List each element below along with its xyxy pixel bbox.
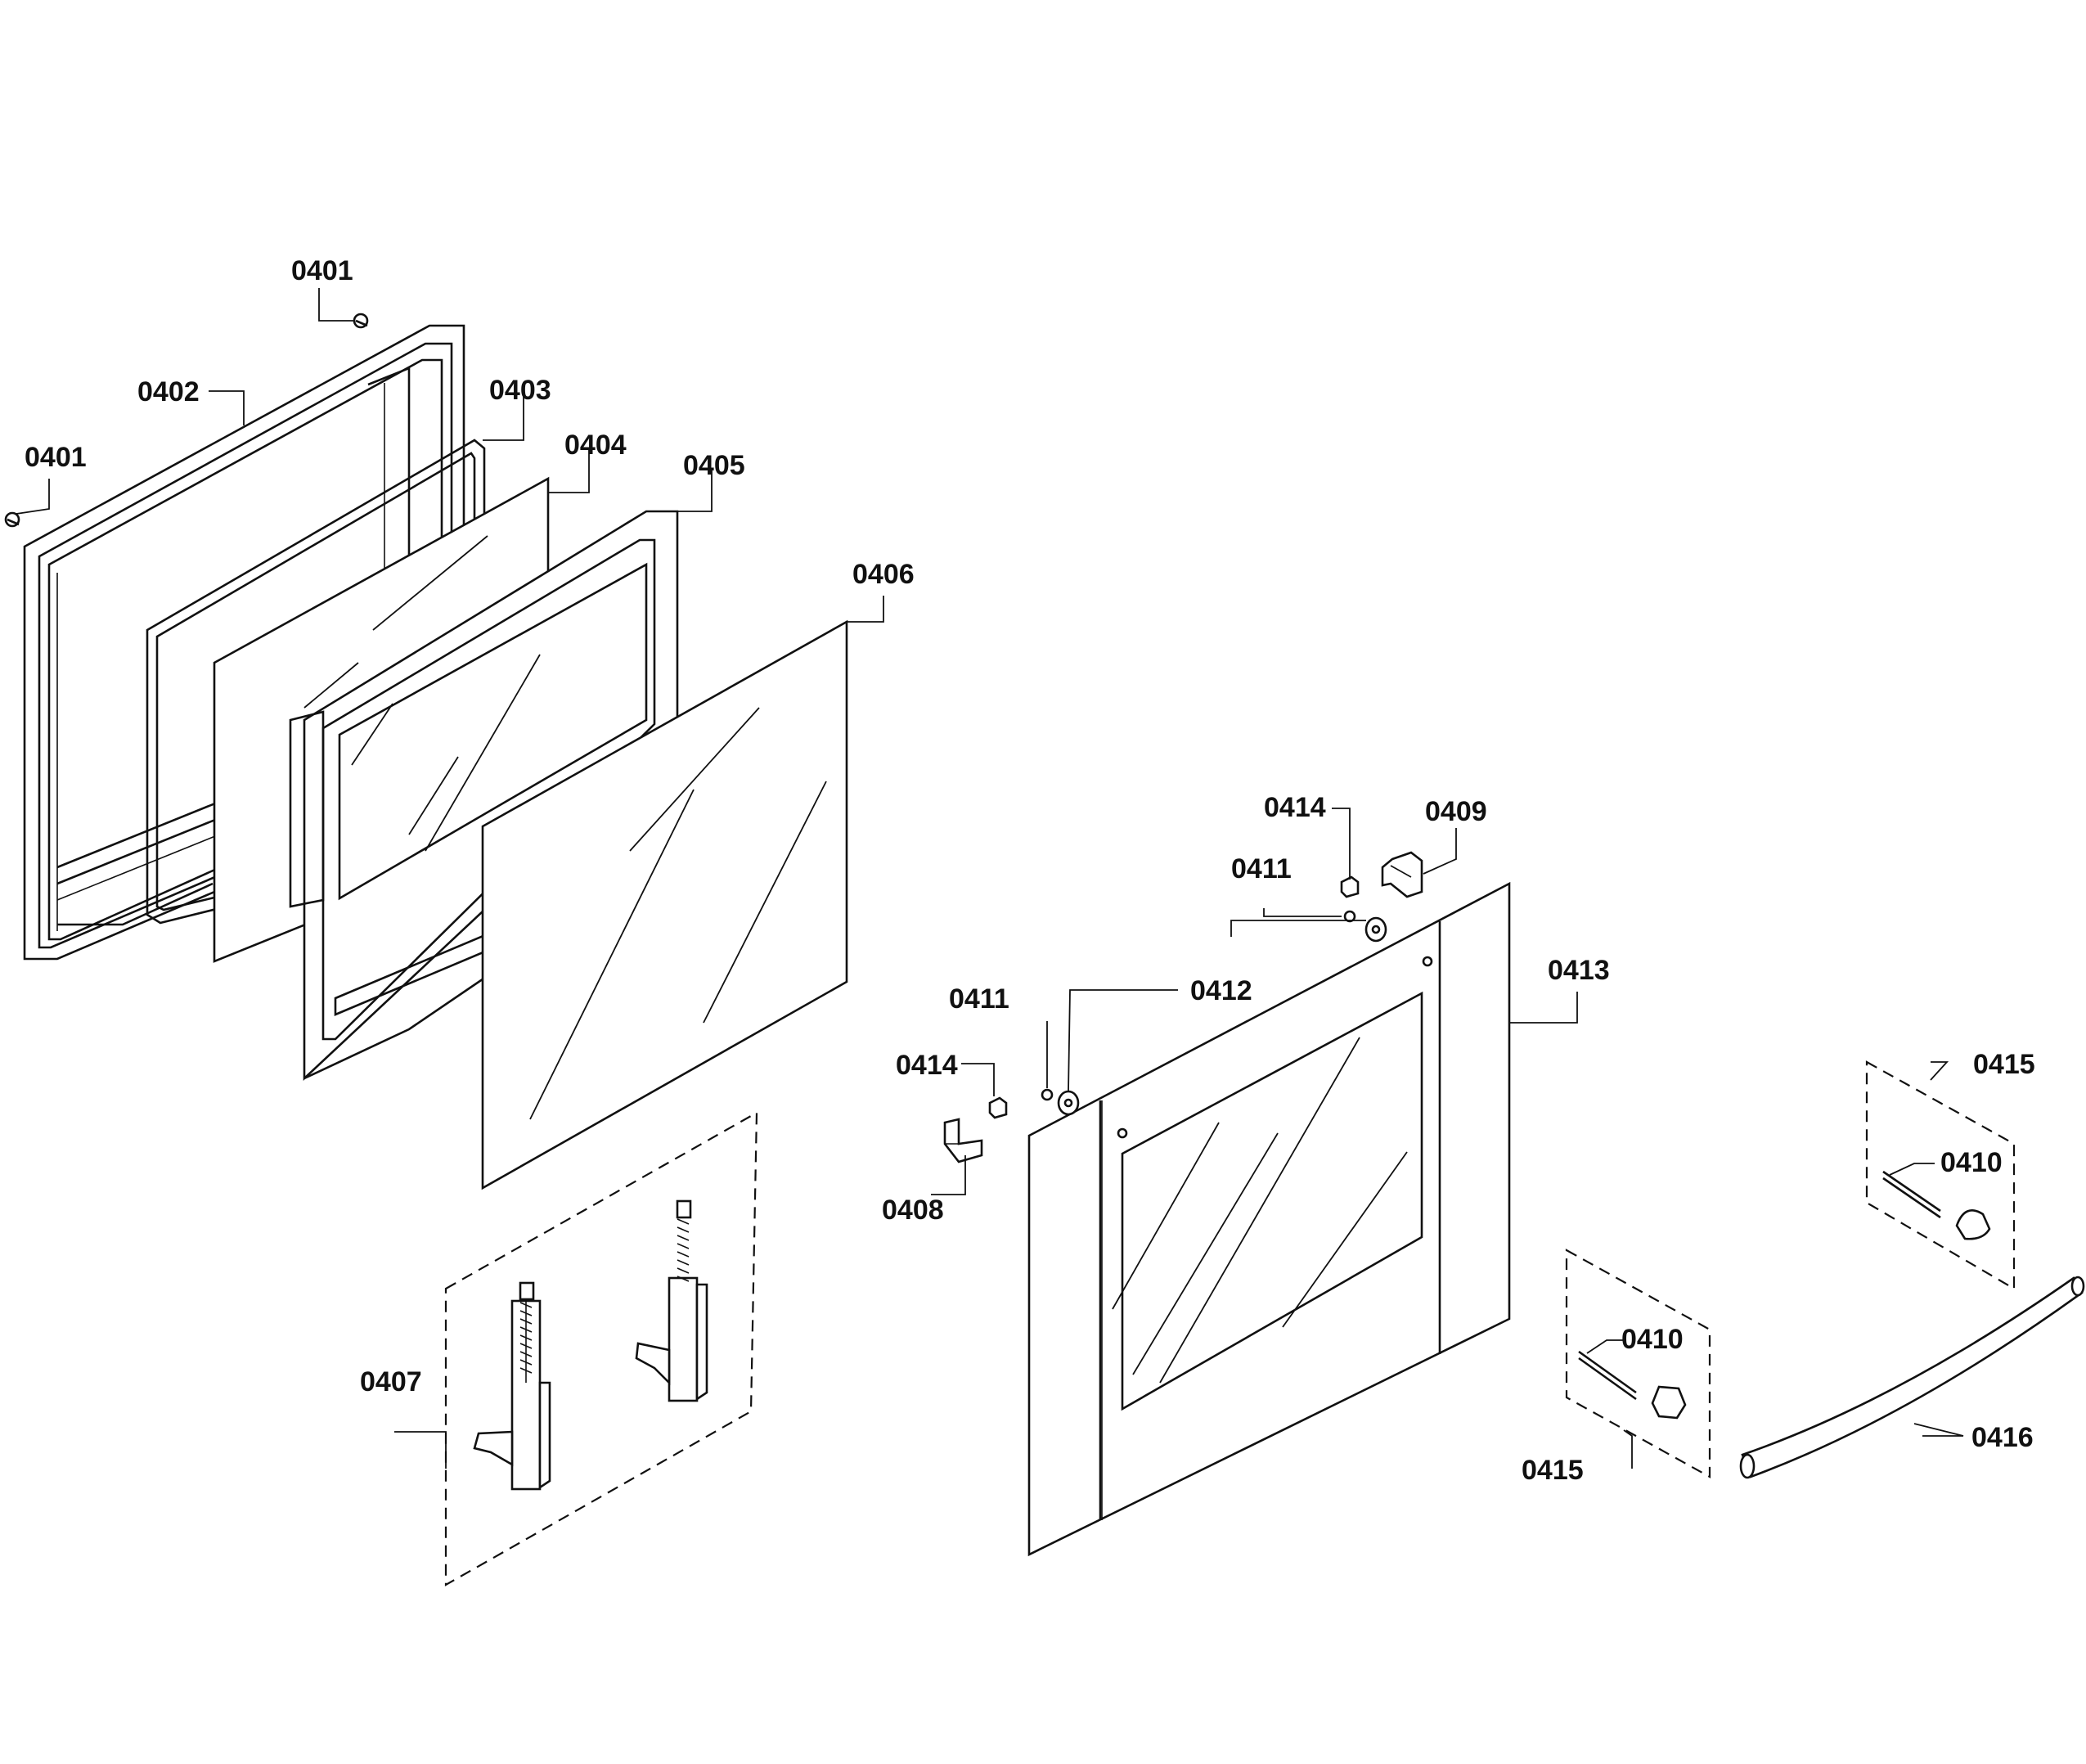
callout-0415-a: 0415 xyxy=(1973,1049,2035,1080)
leader-lines xyxy=(16,288,1964,1469)
callout-0413: 0413 xyxy=(1548,955,1610,986)
part-outer-glass xyxy=(481,619,848,1190)
part-hinge-kit xyxy=(444,1111,758,1586)
callout-0409: 0409 xyxy=(1425,796,1487,827)
callout-0405: 0405 xyxy=(683,450,745,481)
callout-0410-a: 0410 xyxy=(1940,1147,2003,1178)
part-small-screw-right xyxy=(1343,910,1356,923)
callout-0402: 0402 xyxy=(137,376,200,407)
callout-0415-b: 0415 xyxy=(1522,1455,1584,1486)
callout-0414-a: 0414 xyxy=(896,1050,958,1081)
part-handle-end-kit-lower xyxy=(1565,1249,1711,1478)
part-outer-door-panel xyxy=(1027,881,1511,1557)
callout-0403: 0403 xyxy=(489,375,551,406)
part-handle-end-kit-upper xyxy=(1865,1060,2016,1290)
part-screw-top xyxy=(353,313,369,329)
part-small-screw-left xyxy=(1041,1088,1054,1101)
part-door-handle-bar xyxy=(1739,1276,2085,1479)
callout-0414-b: 0414 xyxy=(1264,792,1326,823)
part-washer-left xyxy=(1057,1090,1080,1116)
callout-0416: 0416 xyxy=(1971,1422,2034,1453)
callout-labels: 0401 0401 0402 0403 0404 0405 0406 0407 … xyxy=(25,255,2035,1486)
callout-0411-a: 0411 xyxy=(949,983,1009,1015)
callout-0406: 0406 xyxy=(852,559,915,590)
part-hinge-bracket-left xyxy=(943,1118,983,1163)
callout-0412: 0412 xyxy=(1190,975,1252,1006)
callout-0410-b: 0410 xyxy=(1621,1324,1684,1355)
callout-0401-top: 0401 xyxy=(291,255,353,286)
callout-0407: 0407 xyxy=(360,1366,422,1397)
part-clip-right xyxy=(1340,875,1360,898)
callout-0408: 0408 xyxy=(882,1195,944,1226)
part-hinge-bracket-right xyxy=(1381,851,1423,898)
part-clip-left xyxy=(988,1096,1008,1119)
callout-0404: 0404 xyxy=(564,430,627,461)
part-screw-left xyxy=(4,511,20,528)
callout-0401-left: 0401 xyxy=(25,442,87,473)
part-washer-right xyxy=(1364,916,1387,943)
callout-0411-b: 0411 xyxy=(1231,853,1292,884)
